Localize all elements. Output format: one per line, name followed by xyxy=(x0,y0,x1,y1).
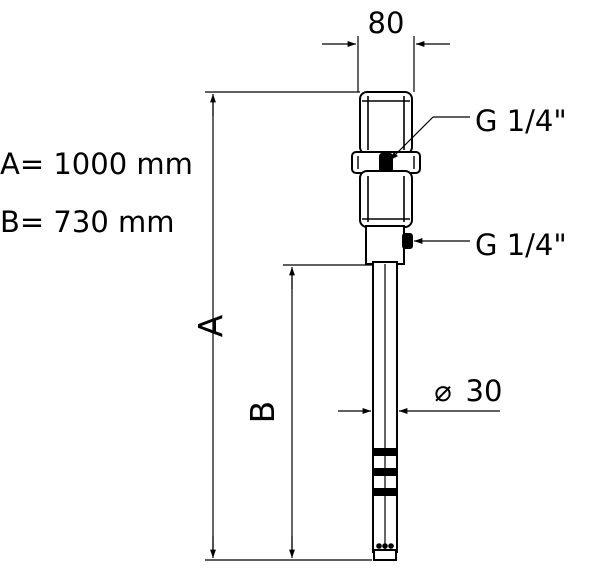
width-dimension xyxy=(322,36,450,92)
tube-ring-1 xyxy=(372,448,398,456)
pump-body xyxy=(351,91,421,561)
width-dimension-label: 80 xyxy=(368,6,405,40)
dimension-a xyxy=(205,91,372,561)
diameter-value: 30 xyxy=(466,374,503,408)
diameter-symbol: ⌀ xyxy=(434,374,451,408)
outlet-port xyxy=(402,233,413,249)
tube-ring-2 xyxy=(372,468,398,476)
lower-port-label: G 1/4" xyxy=(475,228,567,262)
dimension-a-label: A xyxy=(191,314,230,337)
foot-valve xyxy=(373,549,397,561)
spec-a: A= 1000 mm xyxy=(0,147,193,181)
air-inlet-port xyxy=(379,153,393,172)
spec-b: B= 730 mm xyxy=(0,205,174,239)
upper-port-leader xyxy=(389,116,470,161)
tube-ring-3 xyxy=(372,488,398,496)
dimension-b-label: B xyxy=(243,401,282,424)
dimension-b xyxy=(283,264,373,558)
outlet-block xyxy=(365,225,405,265)
upper-port-label: G 1/4" xyxy=(475,104,567,138)
